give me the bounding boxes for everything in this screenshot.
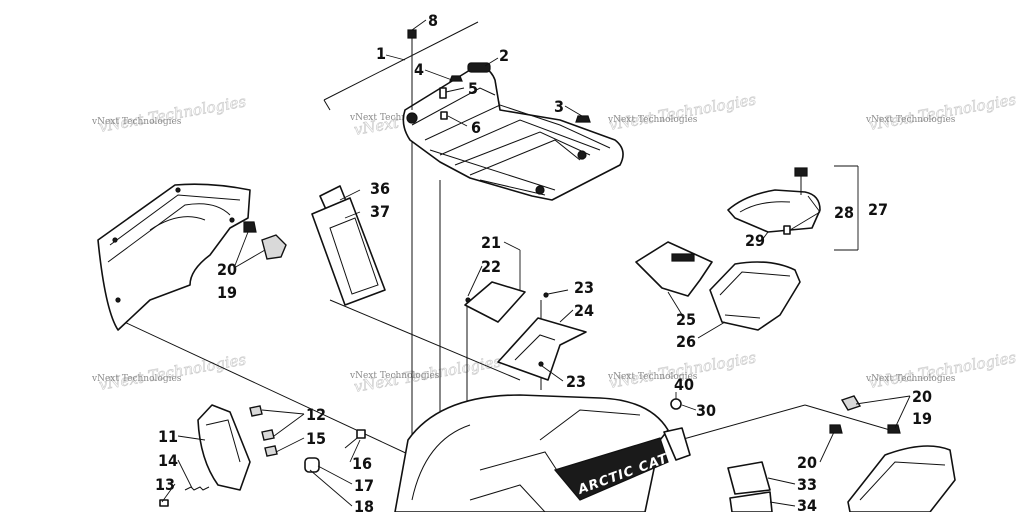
bolt-8 [407,29,417,39]
nut-3 [575,115,591,123]
callout-20-mid: 20 [797,453,817,472]
callout-1: 1 [376,44,386,63]
watermark: vNext Technologies [607,115,698,125]
callout-19-left: 19 [217,283,237,302]
watermark-ghost: vNext Technologies [608,90,758,134]
washer-6 [440,111,448,120]
watermark-ghost: vNext Technologies [868,90,1018,134]
grommet-20-right [829,424,843,434]
callout-15: 15 [306,429,326,448]
cap-30 [670,398,682,410]
callout-12: 12 [306,405,326,424]
storage-box-26 [709,261,801,331]
callout-22: 22 [481,257,501,276]
grommet-20-right-2 [887,424,901,434]
leader-lines [161,19,911,507]
callout-11: 11 [158,427,178,446]
callout-23-bottom: 23 [566,372,586,391]
callout-6: 6 [471,118,481,137]
left-side-panel [97,183,287,331]
rear-fender: ARCTIC CAT [394,394,691,512]
decal-33-34 [727,461,773,512]
callout-labels: 1 2 3 4 5 6 8 36 37 20 19 21 22 23 24 23… [155,11,932,512]
grommet-20-left [243,221,257,233]
callout-30: 30 [696,401,716,420]
watermark-ghost: vNext Technologies [98,92,248,136]
washer-left [261,234,287,260]
callout-24: 24 [574,301,594,320]
washer-right [840,395,862,411]
bushing-5 [439,87,447,99]
watermark-ghost: vNext Technologies [98,350,248,394]
callout-23-top: 23 [574,278,594,297]
rear-rack [402,62,624,201]
watermark: vNext Technologies [349,371,440,381]
callout-4: 4 [414,60,424,79]
mount-bracket [663,427,691,461]
callout-16: 16 [352,454,372,473]
tray-25 [635,241,713,297]
callout-20-right: 20 [912,387,932,406]
callout-3: 3 [554,97,564,116]
bracket-24 [497,292,587,381]
callout-20-left: 20 [217,260,237,279]
callout-40: 40 [674,375,694,394]
decal-36-37 [311,185,386,306]
panel-21 [464,281,526,323]
callout-21: 21 [481,233,501,252]
callout-33: 33 [797,475,817,494]
callout-37: 37 [370,202,390,221]
watermark-ghost: vNext Technologies [868,348,1018,392]
watermark: vNext Technologies [607,372,698,382]
callout-26: 26 [676,332,696,351]
right-side-panel [829,395,956,512]
callout-8: 8 [428,11,438,30]
rack-grip [467,62,491,73]
callout-34: 34 [797,496,817,512]
callout-19-right: 19 [912,409,932,428]
grommet-17 [304,457,320,473]
callout-2: 2 [499,46,509,65]
taillight-assembly [159,404,366,507]
watermark: vNext Technologies [865,374,956,384]
callout-27: 27 [868,200,888,219]
callout-25: 25 [676,310,696,329]
callout-17: 17 [354,476,374,495]
latch-28 [794,167,808,177]
watermark: vNext Technologies [349,113,440,123]
watermark: vNext Technologies [91,117,182,127]
storage-lid [727,165,859,251]
watermark: vNext Technologies [865,115,956,125]
callout-36: 36 [370,179,390,198]
callout-28: 28 [834,203,854,222]
callout-29: 29 [745,231,765,250]
callout-14: 14 [158,451,178,470]
callout-5: 5 [468,79,478,98]
callout-18: 18 [354,497,374,512]
pin-28 [783,225,791,235]
watermark: vNext Technologies [91,374,182,384]
callout-13: 13 [155,475,175,494]
